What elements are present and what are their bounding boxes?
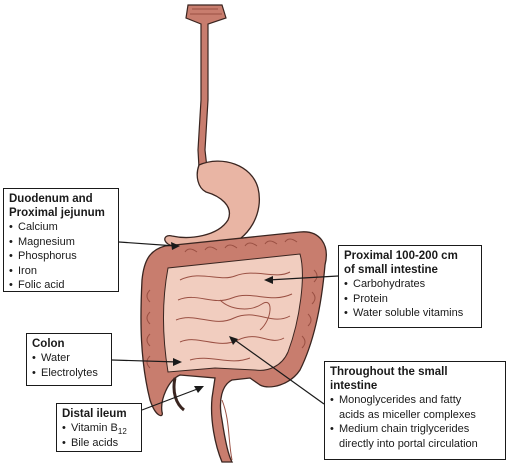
distal-ileum-title: Distal ileum [62,408,127,420]
throughout-item: Medium chain triglycerides directly into… [330,422,500,451]
colon-title: Colon [32,338,65,350]
esophagus [185,4,227,169]
proximal-title-line2: of small intestine [344,264,438,276]
distal-ileum-label-box: Distal ileum Vitamin B12 Bile acids [56,403,142,452]
proximal-title-line1: Proximal 100-200 cm [344,250,458,262]
proximal-small-intestine-label-box: Proximal 100-200 cm of small intestine C… [338,245,482,328]
duodenum-item: Iron [9,264,113,279]
colon-list: Water Electrolytes [32,351,106,380]
duodenum-item: Folic acid [9,278,113,293]
distal-ileum-list: Vitamin B12 Bile acids [62,421,136,450]
vitamin-subscript: 12 [117,427,127,437]
duodenum-item: Calcium [9,220,113,235]
vitamin-prefix: Vitamin B [71,422,118,434]
duodenum-list: Calcium Magnesium Phosphorus Iron Folic … [9,220,113,293]
colon-item: Electrolytes [32,366,106,381]
throughout-title-line2: intestine [330,380,378,392]
throughout-item1-line2: acids as miceller complexes [339,408,476,421]
leader-lines [111,241,339,411]
duodenum-item: Phosphorus [9,249,113,264]
stomach [164,160,260,252]
distal-ileum-item: Vitamin B12 [62,421,136,436]
colon-item: Water [32,351,106,366]
duodenum-title-line1: Duodenum and [9,193,93,205]
colon-label-box: Colon Water Electrolytes [26,333,112,386]
duodenum-label-box: Duodenum and Proximal jejunum Calcium Ma… [3,188,119,292]
duodenum-title-line2: Proximal jejunum [9,207,105,219]
arrow-heads [171,242,273,393]
throughout-item2-line2: directly into portal circulation [339,437,478,450]
throughout-item2-line1: Medium chain triglycerides [339,423,470,435]
proximal-item: Protein [344,292,476,307]
throughout-list: Monoglycerides and fatty acids as micell… [330,393,500,451]
proximal-list: Carbohydrates Protein Water soluble vita… [344,277,476,321]
throughout-small-intestine-label-box: Throughout the small intestine Monoglyce… [324,361,506,460]
duodenum-item: Magnesium [9,235,113,250]
distal-ileum-item: Bile acids [62,436,136,451]
throughout-item1-line1: Monoglycerides and fatty [339,394,462,406]
proximal-item: Carbohydrates [344,277,476,292]
small-intestine [175,271,293,362]
large-intestine [140,231,327,463]
throughout-title-line1: Throughout the small [330,366,448,378]
proximal-item: Water soluble vitamins [344,306,476,321]
throughout-item: Monoglycerides and fatty acids as micell… [330,393,500,422]
